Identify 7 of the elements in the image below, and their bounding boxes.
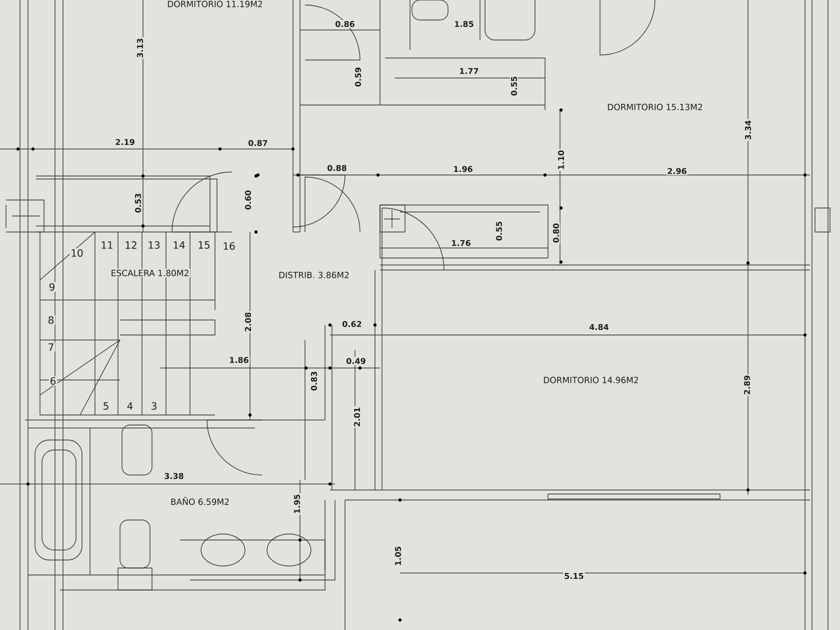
dimension-label: 1.77: [458, 67, 480, 75]
step-number: 16: [222, 241, 236, 251]
room-label: DORMITORIO 11.19M2: [166, 0, 264, 8]
step-number: 13: [146, 240, 162, 250]
step-number: 10: [70, 248, 84, 258]
dimension-label: 5.15: [563, 572, 585, 580]
room-label: BAÑO 6.59M2: [169, 496, 231, 506]
